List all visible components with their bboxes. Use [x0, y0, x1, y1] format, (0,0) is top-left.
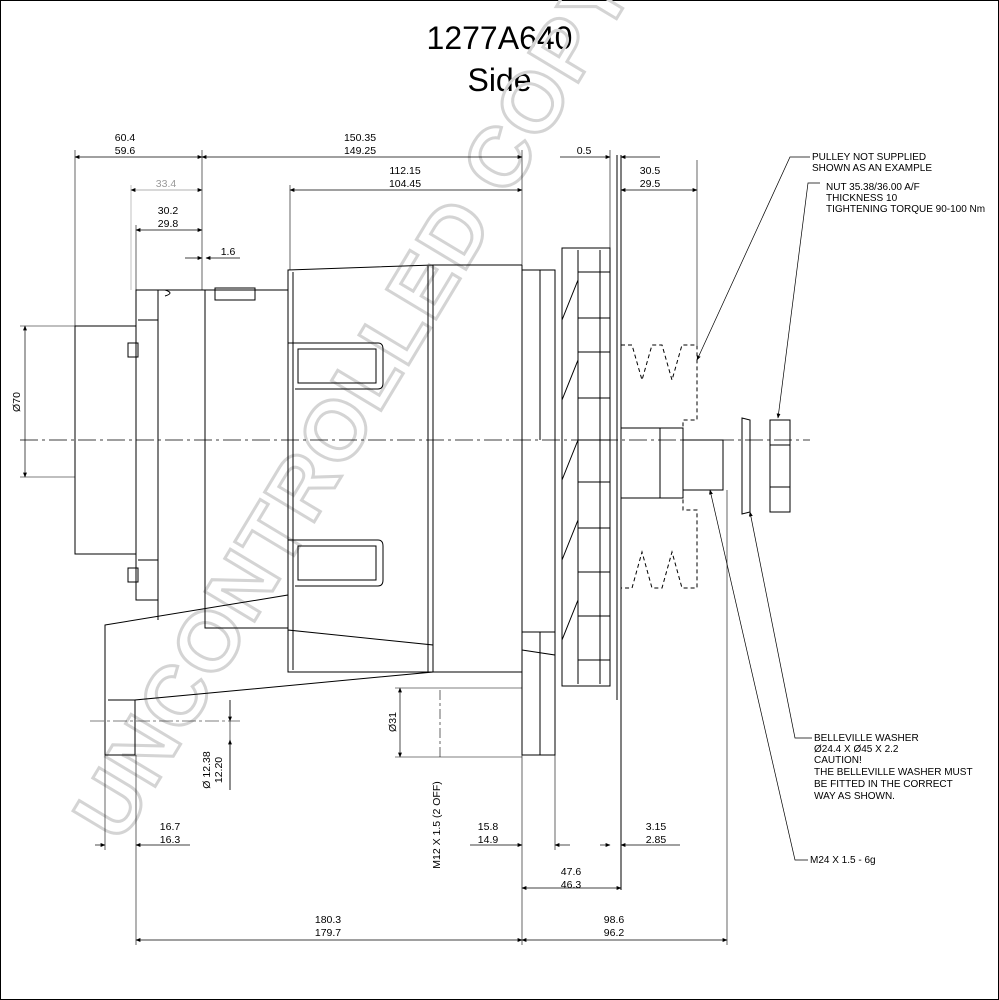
- dim-96-2: 96.2: [604, 927, 625, 939]
- rear-housing: [74, 325, 137, 555]
- dim-59-6: 59.6: [115, 145, 136, 157]
- dim-0-5: 0.5: [577, 145, 592, 157]
- dim-46-3: 46.3: [561, 879, 582, 891]
- dim-150-35: 150.35: [344, 132, 376, 144]
- dimension-labels: 60.4 59.6 150.35 149.25 0.5 30.5 29.5 33…: [11, 132, 666, 939]
- note-washer-4: THE BELLEVILLE WASHER MUST: [814, 767, 973, 778]
- dim-1-6: 1.6: [221, 246, 236, 258]
- dim-29-8: 29.8: [158, 218, 179, 230]
- dim-dia-31: Ø31: [387, 712, 399, 732]
- dim-104-45: 104.45: [389, 178, 421, 190]
- extension-lines: [20, 150, 728, 945]
- dim-47-6: 47.6: [561, 866, 582, 878]
- dim-dia-12-38: Ø 12.38: [201, 751, 213, 789]
- dim-30-5: 30.5: [640, 165, 661, 177]
- note-washer-5: BE FITTED IN THE CORRECT: [814, 779, 953, 790]
- note-pulley-1: PULLEY NOT SUPPLIED: [812, 152, 926, 163]
- dim-60-4: 60.4: [115, 132, 136, 144]
- note-washer-6: WAY AS SHOWN.: [814, 791, 895, 802]
- note-washer-2: Ø24.4 X Ø45 X 2.2: [814, 744, 899, 755]
- outline-geometry: [20, 155, 810, 890]
- dim-3-15: 3.15: [646, 821, 667, 833]
- dim-30-2: 30.2: [158, 205, 179, 217]
- dim-16-3: 16.3: [160, 834, 181, 846]
- drawing-title: 1277A640: [426, 20, 573, 56]
- dim-dia-12-20: 12.20: [213, 757, 225, 783]
- example-pulley: [621, 344, 698, 589]
- dim-dia-70: Ø70: [11, 392, 23, 412]
- note-thread: M24 X 1.5 - 6g: [810, 855, 876, 866]
- washer-nut: [741, 417, 791, 515]
- dim-33-4: 33.4: [156, 178, 177, 190]
- dim-180-3: 180.3: [315, 914, 341, 926]
- dim-179-7: 179.7: [315, 927, 341, 939]
- dim-112-15: 112.15: [389, 165, 420, 177]
- view-label: Side: [467, 62, 532, 98]
- dimension-lines: [23, 155, 728, 942]
- note-nut-1: NUT 35.38/36.00 A/F: [826, 182, 920, 193]
- mounting-foot: [104, 594, 434, 756]
- note-washer-3: CAUTION!: [814, 755, 862, 766]
- watermark-text: UNCONTROLLED COPY: [55, 0, 651, 854]
- dim-15-8: 15.8: [478, 821, 499, 833]
- dim-14-9: 14.9: [478, 834, 499, 846]
- note-washer-1: BELLEVILLE WASHER: [814, 733, 919, 744]
- dim-16-7: 16.7: [160, 821, 181, 833]
- dim-2-85: 2.85: [646, 834, 667, 846]
- fan: [561, 247, 611, 687]
- dim-29-5: 29.5: [640, 178, 661, 190]
- leader-lines: [696, 156, 820, 861]
- note-nut-2: THICKNESS 10: [826, 193, 898, 204]
- dim-m12-thread: M12 X 1.5 (2 OFF): [431, 781, 443, 869]
- note-nut-3: TIGHTENING TORQUE 90-100 Nm: [826, 204, 985, 215]
- dim-98-6: 98.6: [604, 914, 625, 926]
- dim-149-25: 149.25: [344, 145, 376, 157]
- note-pulley-2: SHOWN AS AN EXAMPLE: [812, 163, 932, 174]
- notes: PULLEY NOT SUPPLIED SHOWN AS AN EXAMPLE …: [810, 152, 985, 866]
